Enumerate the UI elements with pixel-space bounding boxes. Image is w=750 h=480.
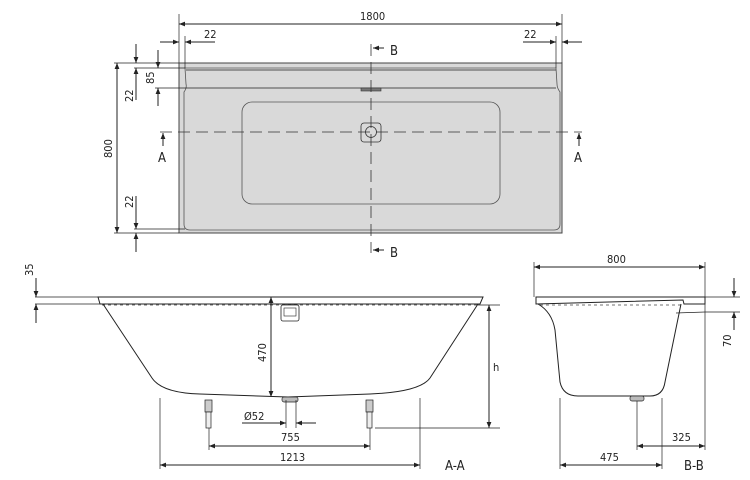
shelf-dimension: 85 <box>144 71 157 84</box>
section-bb-label: B-B <box>684 459 704 474</box>
rim-thickness-dimension: 35 <box>23 263 36 276</box>
front-rim-dimension: 22 <box>123 195 136 208</box>
depth-dimension: 800 <box>102 139 115 158</box>
base-length-dimension: 1213 <box>280 451 305 464</box>
section-aa: 35 470 h Ø52 755 1213 A-A <box>23 263 500 474</box>
right-rim-dimension: 22 <box>524 28 537 41</box>
section-b-marker-bottom: B <box>390 246 398 261</box>
drain-offset-dimension: 325 <box>672 431 691 444</box>
leg-spacing-dimension: 755 <box>281 431 300 444</box>
inner-rim <box>183 67 561 231</box>
bb-width-dimension: 800 <box>607 253 626 266</box>
section-a-marker-right: A <box>574 151 582 166</box>
section-aa-label: A-A <box>445 459 465 474</box>
inner-depth-dimension: 470 <box>256 343 269 362</box>
leg-right <box>365 399 374 429</box>
drain-icon <box>281 396 299 403</box>
back-rim-dimension: 22 <box>123 89 136 102</box>
overflow-icon <box>280 304 300 322</box>
section-b-marker-top: B <box>390 44 398 59</box>
rim-profile <box>535 296 706 305</box>
tub-body-profile <box>537 303 682 397</box>
section-bb: 800 70 325 475 B-B <box>533 253 740 474</box>
leg-left <box>204 399 213 429</box>
tub-body-profile <box>102 303 479 398</box>
step-dimension: 70 <box>721 334 734 347</box>
height-dimension: h <box>493 361 499 374</box>
width-dimension: 1800 <box>360 10 385 23</box>
drain-icon <box>629 395 645 402</box>
drain-diameter-dimension: Ø52 <box>244 410 264 423</box>
left-rim-dimension: 22 <box>204 28 217 41</box>
section-a-marker-left: A <box>158 151 166 166</box>
base-width-dimension: 475 <box>600 451 619 464</box>
top-view: B B A A 1800 22 22 800 22 22 <box>102 10 582 261</box>
rim-profile <box>97 296 484 305</box>
